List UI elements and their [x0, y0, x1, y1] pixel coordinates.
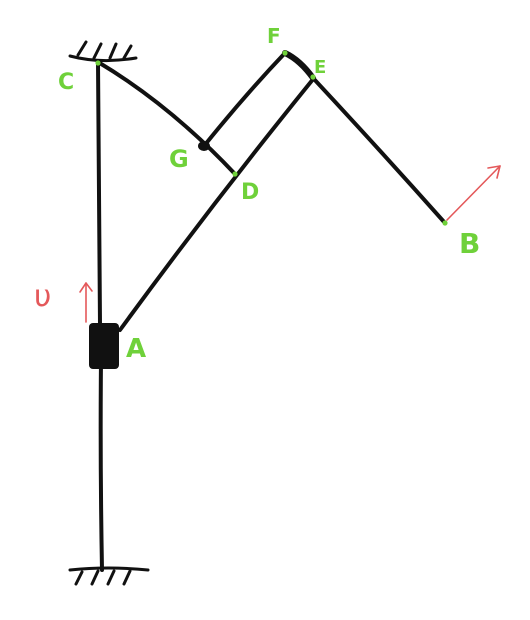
joint-b	[442, 220, 448, 226]
label-g: G	[169, 145, 189, 173]
joint-c	[95, 60, 101, 66]
joint-g	[198, 141, 210, 151]
link-g-f	[202, 51, 287, 148]
label-a: A	[126, 334, 146, 364]
label-f: F	[267, 24, 281, 48]
link-f-e	[282, 50, 316, 81]
velocity-arrow-b	[446, 165, 501, 221]
label-d: D	[241, 180, 259, 205]
vertical-guide-rod	[96, 60, 104, 572]
link-c-d	[96, 60, 237, 176]
link-a-e	[118, 76, 316, 332]
joint-f	[282, 50, 288, 56]
joint-e	[310, 74, 316, 80]
joint-d	[232, 171, 238, 177]
bottom-ground-support	[68, 566, 150, 586]
label-velocity: υ	[34, 279, 51, 314]
velocity-arrow-a	[79, 282, 93, 323]
label-b: B	[459, 227, 480, 260]
slider-block-a	[89, 323, 119, 369]
label-c: C	[58, 70, 74, 95]
label-e: E	[314, 57, 326, 78]
top-ground-support	[68, 40, 138, 63]
link-e-b	[311, 76, 447, 225]
